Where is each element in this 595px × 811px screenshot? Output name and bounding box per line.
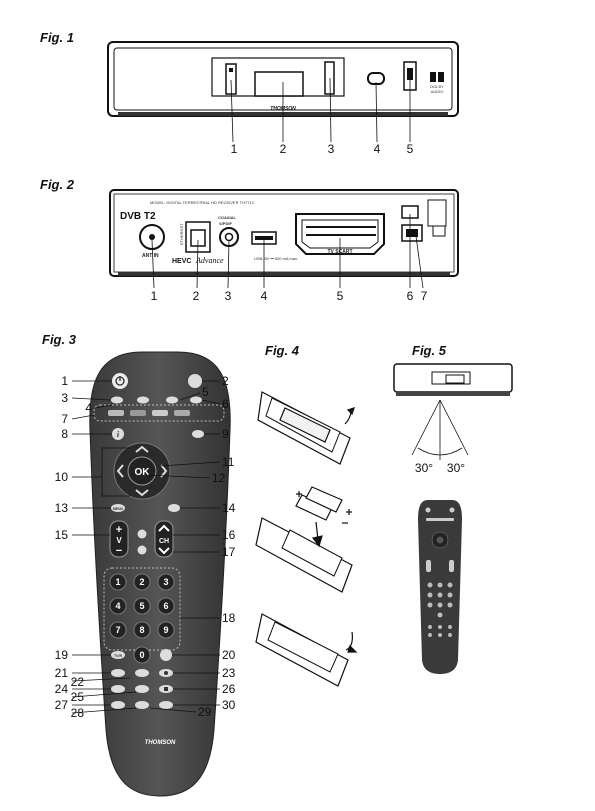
fig4-label: Fig. 4 xyxy=(265,343,299,358)
fig3-callout-7: 7 xyxy=(61,412,68,426)
fig1-callout-3: 3 xyxy=(328,142,335,156)
svg-text:+: + xyxy=(116,524,122,536)
ant-in-label: ANT IN xyxy=(142,253,159,259)
fig3-callout-18: 18 xyxy=(222,611,236,625)
svg-text:−: − xyxy=(116,545,122,557)
fig3-callout-22: 22 xyxy=(71,675,85,689)
fig3-remote: i OK MENU + V − CH xyxy=(55,351,236,797)
fig1-callout-5: 5 xyxy=(407,142,414,156)
coaxial-label: COAXIAL xyxy=(218,215,237,220)
digit-6: 6 xyxy=(163,601,168,611)
digit-1: 1 xyxy=(115,577,120,587)
fig1-callout-4: 4 xyxy=(374,142,381,156)
fig5-angle-diagram: 30° 30° xyxy=(393,363,513,674)
advance-logo: Advance xyxy=(195,256,224,265)
fig3-callout-25: 25 xyxy=(71,690,85,704)
fig3-callout-28: 28 xyxy=(71,706,85,720)
fig3-callout-6: 6 xyxy=(222,397,229,411)
fig3-callout-26: 26 xyxy=(222,682,236,696)
fig3-callout-16: 16 xyxy=(222,528,236,542)
rear-model-line: MODEL: DIGITAL TERRESTRIAL HD RECEIVER T… xyxy=(150,200,255,205)
digit-7: 7 xyxy=(115,625,120,635)
tvr-button: TV/R xyxy=(114,654,122,658)
fig3-callout-19: 19 xyxy=(55,648,69,662)
fig2-callout-7: 7 xyxy=(421,289,428,303)
fig3-callout-4: 4 xyxy=(85,401,92,415)
fig3-callout-1: 1 xyxy=(61,374,68,388)
digit-2: 2 xyxy=(139,577,144,587)
digit-8: 8 xyxy=(139,625,144,635)
usb-spec-label: USB: 5V ⎓ 500 mA max. xyxy=(254,256,298,261)
fig3-callout-24: 24 xyxy=(55,682,69,696)
svg-text:i: i xyxy=(117,430,120,439)
fig3-callout-5: 5 xyxy=(202,385,209,399)
fig3-callout-14: 14 xyxy=(222,501,236,515)
dolby-logo-text: DOLBY xyxy=(430,84,444,89)
fig3-callout-20: 20 xyxy=(222,648,236,662)
fig2-receiver-rear: MODEL: DIGITAL TERRESTRIAL HD RECEIVER T… xyxy=(109,189,459,303)
ethernet-label: ETHERNET xyxy=(179,223,184,245)
digit-4: 4 xyxy=(115,601,120,611)
fig3-callout-15: 15 xyxy=(55,528,69,542)
fig1-receiver-front: DOLBY AUDIO THOMSON 1 2 3 4 5 xyxy=(107,41,459,156)
digit-5: 5 xyxy=(139,601,144,611)
fig3-callout-12: 12 xyxy=(212,471,226,485)
fig3-callout-11: 11 xyxy=(222,455,235,469)
fig3-callout-30: 30 xyxy=(222,698,236,712)
fig2-callout-6: 6 xyxy=(407,289,414,303)
ch-label: CH xyxy=(159,538,169,545)
fig1-callout-2: 2 xyxy=(280,142,287,156)
fig3-callout-9: 9 xyxy=(222,427,229,441)
hevc-logo: HEVC xyxy=(172,258,191,265)
digit-0: 0 xyxy=(139,650,144,660)
fig3-label: Fig. 3 xyxy=(42,332,76,347)
fig2-callout-1: 1 xyxy=(151,289,158,303)
ok-button: OK xyxy=(135,467,151,478)
fig5-label: Fig. 5 xyxy=(412,343,446,358)
fig3-callout-2: 2 xyxy=(222,374,229,388)
fig2-callout-2: 2 xyxy=(193,289,200,303)
fig2-callout-3: 3 xyxy=(225,289,232,303)
fig3-callout-13: 13 xyxy=(55,501,69,515)
menu-button: MENU xyxy=(113,507,124,511)
digit-9: 9 xyxy=(163,625,168,635)
vol-label: V xyxy=(116,536,122,545)
fig1-label: Fig. 1 xyxy=(40,30,74,45)
fig3-callout-21: 21 xyxy=(55,666,69,680)
fig3-callout-23: 23 xyxy=(222,666,236,680)
fig2-callout-4: 4 xyxy=(261,289,268,303)
fig3-callout-3: 3 xyxy=(61,391,68,405)
angle-left-label: 30° xyxy=(415,461,433,475)
remote-brand: THOMSON xyxy=(145,740,176,746)
spdif-label: S/PDIF xyxy=(219,221,232,226)
digit-3: 3 xyxy=(163,577,168,587)
fig4-battery-steps xyxy=(255,391,358,687)
fig3-callout-27: 27 xyxy=(55,698,69,712)
dolby-logo-subtext: AUDIO xyxy=(431,89,444,94)
dvb-logo: DVB T2 xyxy=(120,211,156,222)
fig3-callout-29: 29 xyxy=(198,705,212,719)
fig2-callout-5: 5 xyxy=(337,289,344,303)
angle-right-label: 30° xyxy=(447,461,465,475)
fig1-callout-1: 1 xyxy=(231,142,238,156)
fig2-label: Fig. 2 xyxy=(40,177,74,192)
fig3-callout-17: 17 xyxy=(222,545,236,559)
fig3-callout-10: 10 xyxy=(55,470,69,484)
fig3-callout-8: 8 xyxy=(61,427,68,441)
